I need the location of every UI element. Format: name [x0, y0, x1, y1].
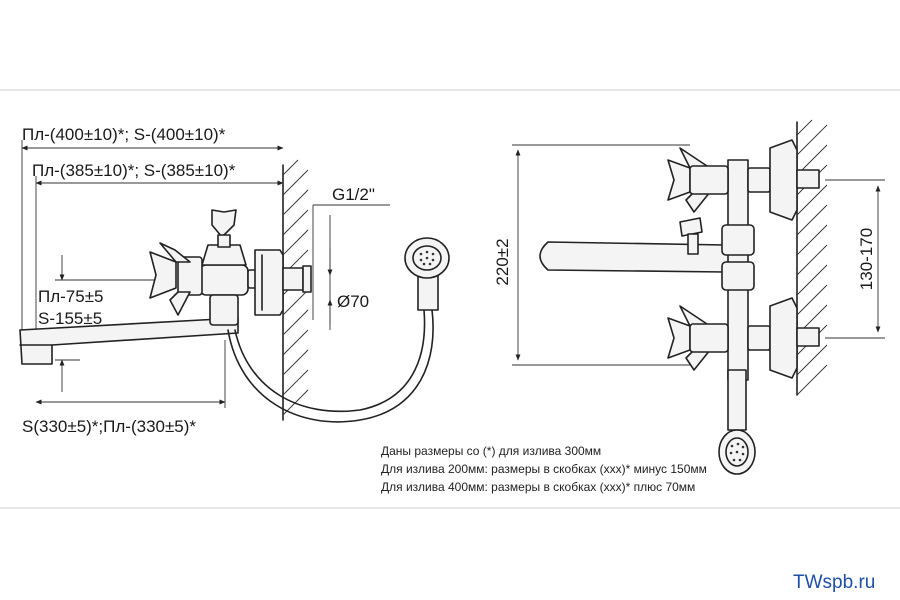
mixer-body [199, 264, 249, 296]
dim-total-400: Пл-(400±10)*; S-(400±10)* [22, 125, 226, 144]
dim-thread: G1/2" [332, 185, 375, 204]
cross-handle-lower [667, 305, 729, 371]
dim-height-s: S-155±5 [38, 309, 102, 328]
dim-total-385: Пл-(385±10)*; S-(385±10)* [32, 161, 236, 180]
watermark: TWspb.ru [793, 572, 876, 593]
wall-hatch-right [796, 119, 828, 396]
dim-height-pl: Пл-75±5 [38, 287, 104, 306]
note-line-1: Даны размеры со (*) для излива 300мм [381, 444, 601, 458]
diverter-knob [679, 217, 703, 237]
dim-spout-length: S(330±5)*;Пл-(330±5)* [22, 417, 196, 436]
hand-shower-side [404, 237, 450, 311]
dim-overall-height: 220±2 [493, 238, 512, 285]
note-line-3: Для излива 400мм: размеры в скобках (ххх… [381, 480, 695, 494]
dim-inlet-spacing: 130-170 [857, 228, 876, 290]
dim-flange-diameter: Ø70 [337, 292, 369, 311]
side-view: Пл-(400±10)*; S-(400±10)* Пл-(385±10)*; … [19, 125, 450, 436]
shower-hose [227, 309, 434, 423]
hand-shower-front [718, 369, 756, 475]
wall-flange-side [254, 249, 284, 316]
shower-holder [211, 209, 237, 238]
front-view: 220±2 130-170 [493, 119, 885, 475]
cross-handle-upper [667, 147, 729, 213]
wall-flange-upper [769, 139, 798, 221]
spout-front [539, 241, 731, 273]
wall-flange-lower [769, 297, 798, 379]
note-line-2: Для излива 200мм: размеры в скобках (ххх… [381, 462, 707, 476]
cross-handle-side [149, 242, 203, 316]
